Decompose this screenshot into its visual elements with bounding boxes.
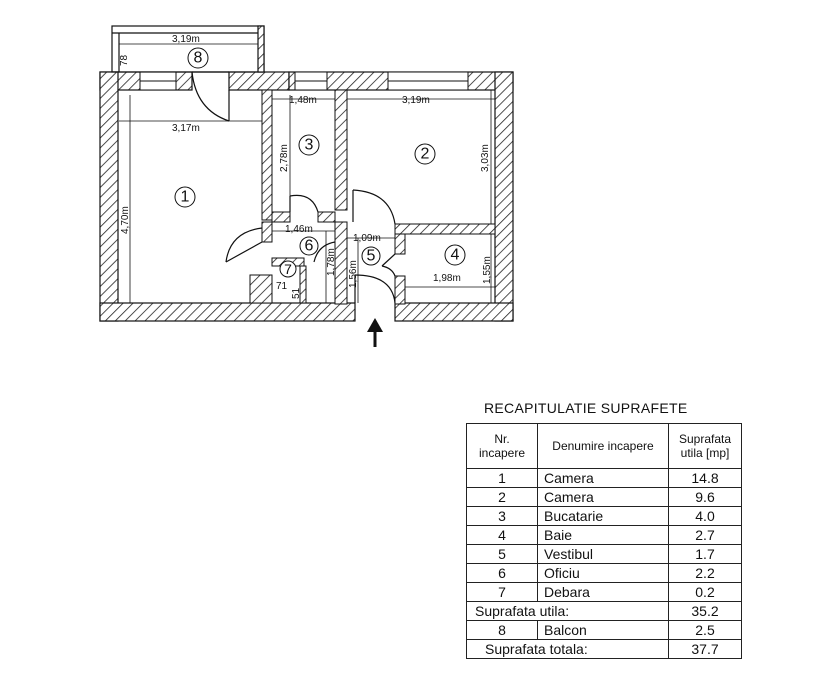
cell-name: Balcon: [537, 620, 669, 640]
floor-plan: 3,19m 78 3,17m 4,70m 1,48m 2,78m 3,19m 3…: [99, 25, 514, 347]
windows: [139, 71, 469, 91]
wall-room3-bottom-a: [271, 211, 291, 223]
exterior-walls: [99, 71, 514, 322]
table-row: 6 Oficiu 2.2: [466, 563, 742, 583]
table-row: 2 Camera 9.6: [466, 487, 742, 507]
wall-bottom-right: [394, 302, 514, 322]
cell-name: Camera: [537, 468, 669, 488]
header-area: Suprafata utila [mp]: [668, 423, 742, 469]
room-number-5: 5: [367, 248, 376, 265]
wall-room6-left: [261, 221, 273, 243]
wall-room3-bottom-b: [317, 211, 336, 223]
area-summary-table: Nr. incapere Denumire incapere Suprafata…: [466, 423, 742, 659]
dim-room2-height: 3,03m: [480, 144, 491, 172]
dim-room5-width: 1,09m: [353, 233, 381, 244]
table-row: 1 Camera 14.8: [466, 468, 742, 488]
dim-room4-width: 1,98m: [433, 273, 461, 284]
cell-area: 2.2: [668, 563, 742, 583]
room-markers: [174, 47, 466, 278]
cell-name: Camera: [537, 487, 669, 507]
cell-area: 2.7: [668, 525, 742, 545]
useful-total-row: Suprafata utila: 35.2: [466, 601, 742, 621]
cell-area: 9.6: [668, 487, 742, 507]
cell-nr: 7: [466, 582, 538, 602]
room-numbers: 1 2 3 4 5 6 7 8: [181, 50, 460, 278]
cell-nr: 2: [466, 487, 538, 507]
wall-left: [99, 71, 119, 322]
dimension-labels: 3,19m 78 3,17m 4,70m 1,48m 2,78m 3,19m 3…: [119, 34, 493, 299]
header-name: Denumire incapere: [537, 423, 669, 469]
header-nr: Nr. incapere: [466, 423, 538, 469]
balcony-row: 8 Balcon 2.5: [466, 620, 742, 640]
cell-area: 14.8: [668, 468, 742, 488]
wall-room7-right: [299, 265, 307, 304]
wall-right: [494, 71, 514, 322]
cell-nr: 8: [466, 620, 538, 640]
cell-name: Vestibul: [537, 544, 669, 564]
dimension-lines: [119, 43, 495, 303]
dim-room4-height: 1,55m: [482, 256, 493, 284]
table-row: 5 Vestibul 1.7: [466, 544, 742, 564]
room-number-8: 8: [194, 50, 203, 67]
wall-room4-left-a: [394, 233, 406, 255]
room-number-3: 3: [305, 137, 314, 154]
dim-room2-width: 3,19m: [402, 95, 430, 106]
dim-balcony-width: 3,19m: [172, 34, 200, 45]
dim-room6-width: 1,46m: [285, 224, 313, 235]
room-number-2: 2: [421, 146, 430, 163]
wall-bottom-left: [99, 302, 356, 322]
wall-room6-room5: [334, 221, 348, 305]
balcony: [111, 25, 265, 73]
dim-room7-height: 51: [291, 287, 302, 299]
cell-nr: 5: [466, 544, 538, 564]
cell-name: Oficiu: [537, 563, 669, 583]
cell-area: 1.7: [668, 544, 742, 564]
dim-balcony-depth: 78: [119, 54, 130, 66]
cell-nr: 4: [466, 525, 538, 545]
entry-arrow: [367, 318, 383, 347]
cell-name: Bucatarie: [537, 506, 669, 526]
wall-room1-room3: [261, 89, 273, 221]
table-header-row: Nr. incapere Denumire incapere Suprafata…: [466, 423, 742, 469]
wall-room2-bottom: [394, 223, 496, 235]
dim-room1-width: 3,17m: [172, 123, 200, 134]
dim-room5-height: 1,56m: [348, 260, 359, 288]
wall-top-mid: [228, 71, 290, 91]
table-row: 4 Baie 2.7: [466, 525, 742, 545]
grand-total-label: Suprafata totala:: [466, 639, 669, 659]
grand-total-row: Suprafata totala: 37.7: [466, 639, 742, 659]
wall-room3-room2: [334, 89, 348, 211]
table-row: 3 Bucatarie 4.0: [466, 506, 742, 526]
grand-total-value: 37.7: [668, 639, 742, 659]
floor-plan-drawing: 3,19m 78 3,17m 4,70m 1,48m 2,78m 3,19m 3…: [99, 25, 514, 347]
wall-room7-left: [249, 274, 273, 304]
room-number-6: 6: [305, 238, 314, 255]
cell-name: Baie: [537, 525, 669, 545]
room-number-4: 4: [451, 247, 460, 264]
dim-room1-height: 4,70m: [120, 206, 131, 234]
cell-area: 0.2: [668, 582, 742, 602]
cell-nr: 1: [466, 468, 538, 488]
dim-room6-height: 1,78m: [326, 248, 337, 276]
useful-total-value: 35.2: [668, 601, 742, 621]
summary-title: RECAPITULATIE SUPRAFETE: [484, 400, 688, 416]
dim-room3-width: 1,48m: [289, 95, 317, 106]
room-number-7: 7: [284, 261, 292, 277]
cell-area: 2.5: [668, 620, 742, 640]
cell-nr: 6: [466, 563, 538, 583]
room-number-1: 1: [181, 189, 190, 206]
dim-room3-height: 2,78m: [279, 144, 290, 172]
door-swings: [191, 71, 396, 304]
wall-room4-left-b: [394, 275, 406, 305]
cell-name: Debara: [537, 582, 669, 602]
table-row: 7 Debara 0.2: [466, 582, 742, 602]
useful-total-label: Suprafata utila:: [466, 601, 669, 621]
cell-area: 4.0: [668, 506, 742, 526]
cell-nr: 3: [466, 506, 538, 526]
dim-room7-width: 71: [276, 281, 288, 292]
